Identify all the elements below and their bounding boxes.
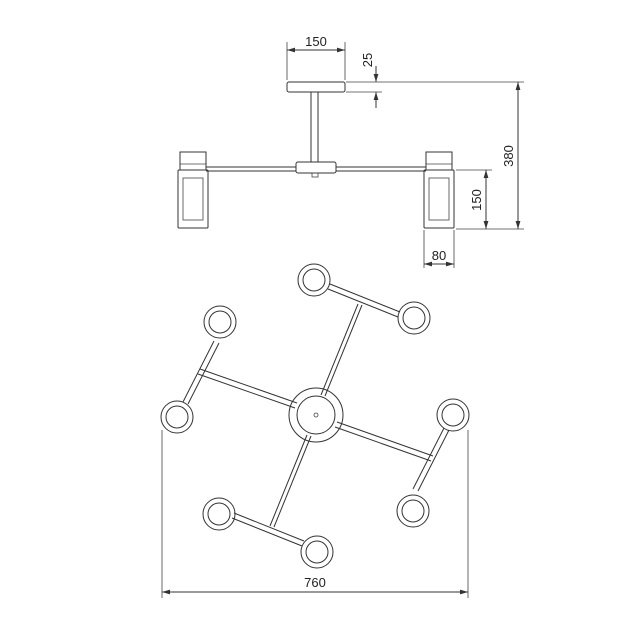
- crossbar-bottom: [231, 512, 305, 547]
- arm-up: [320, 303, 363, 397]
- top-view: 760: [160, 263, 470, 598]
- shade-width-label: 80: [432, 248, 446, 263]
- crossbar-top: [327, 283, 401, 318]
- lamp-head: [436, 398, 470, 432]
- lamp-head: [202, 497, 236, 531]
- lamp-head: [300, 535, 334, 569]
- dimension-canopy-width: 150: [286, 34, 346, 80]
- shade-left: [177, 151, 209, 229]
- lamp-head: [203, 305, 237, 339]
- shade-right: [423, 151, 455, 229]
- arm-left: [197, 368, 298, 409]
- central-canopy-outer: [288, 387, 344, 443]
- crossbar-right: [412, 427, 450, 492]
- lamp-head: [397, 301, 431, 335]
- shade-height-label: 150: [469, 189, 484, 211]
- dimension-total-width: 760: [161, 430, 469, 598]
- total-height-label: 380: [501, 145, 516, 167]
- canopy-height-label: 25: [360, 53, 375, 67]
- dimension-shade-width: 80: [423, 230, 455, 268]
- lamp-head: [160, 400, 194, 434]
- central-canopy-inner: [296, 395, 336, 435]
- dimension-total-height: 380: [382, 81, 524, 230]
- dimension-shade-height: 150: [456, 169, 492, 229]
- side-view: 150 25 380 150 80: [177, 34, 524, 268]
- canopy: [286, 81, 346, 93]
- stem: [310, 91, 319, 163]
- lamp-head: [297, 263, 331, 297]
- lamp-head: [396, 494, 430, 528]
- arm-right: [334, 421, 434, 462]
- dimension-canopy-height: 25: [346, 53, 382, 108]
- arm-down: [269, 434, 312, 528]
- hub: [295, 161, 337, 174]
- total-width-label: 760: [304, 575, 326, 590]
- crossbar-left: [182, 340, 220, 405]
- canopy-width-label: 150: [305, 34, 327, 49]
